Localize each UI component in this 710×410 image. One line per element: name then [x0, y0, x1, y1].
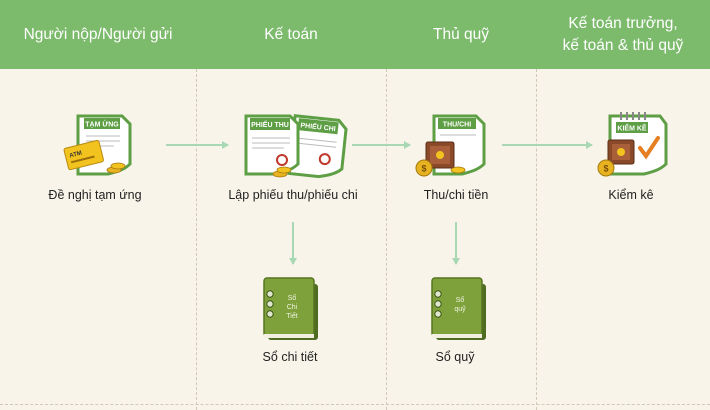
svg-text:Chi: Chi — [287, 304, 298, 311]
lane-divider — [196, 69, 197, 410]
cash-book-icon: Sổ quỹ — [431, 277, 486, 340]
inventory-check-label: Kiểm kê — [608, 188, 654, 202]
lane-divider — [536, 69, 537, 410]
svg-text:quỹ: quỹ — [454, 306, 466, 313]
lane-header-accountant: Kế toán — [264, 25, 318, 43]
svg-text:Tiết: Tiết — [286, 311, 297, 320]
lane-header-chief-accountant: Kế toán trưởng, kế toán & thủ quỹ — [562, 14, 684, 54]
lane-header-payer: Người nộp/Người gửi — [23, 25, 173, 43]
detail-ledger-label: Sổ chi tiết — [262, 350, 318, 364]
cash-safe-icon: THU/CHI $ — [415, 114, 486, 177]
svg-text:THU/CHI: THU/CHI — [443, 122, 471, 129]
lane-divider — [386, 69, 387, 410]
svg-text:$: $ — [603, 164, 608, 174]
cash-handling-label: Thu/chi tiền — [423, 188, 489, 202]
svg-text:TẠM ỨNG: TẠM ỨNG — [85, 120, 119, 129]
cash-book-label: Sổ quỹ — [435, 350, 475, 364]
svg-text:KIỂM KÊ: KIỂM KÊ — [617, 124, 647, 133]
svg-text:ATM: ATM — [69, 151, 83, 160]
svg-text:Sổ: Sổ — [456, 296, 465, 304]
detail-ledger-book-icon: Sổ Chi Tiết — [263, 277, 318, 340]
advance-request-label: Đề nghị tạm ứng — [48, 188, 142, 202]
create-voucher-label: Lập phiếu thu/phiếu chi — [228, 188, 358, 202]
voucher-documents-icon: PHIẾU CHI PHIẾU THU — [244, 114, 348, 179]
svg-text:Sổ: Sổ — [288, 294, 297, 302]
advance-request-icon: TẠM ỨNG ATM — [63, 114, 132, 176]
inventory-calendar-icon: KIỂM KÊ $ — [597, 112, 668, 177]
svg-text:PHIẾU THU: PHIẾU THU — [251, 119, 289, 129]
svg-text:$: $ — [421, 164, 426, 174]
lane-header-cashier: Thủ quỹ — [432, 25, 489, 43]
bottom-border — [0, 404, 710, 405]
swimlane-header: Người nộp/Người gửi Kế toán Thủ quỹ Kế t… — [0, 0, 710, 69]
